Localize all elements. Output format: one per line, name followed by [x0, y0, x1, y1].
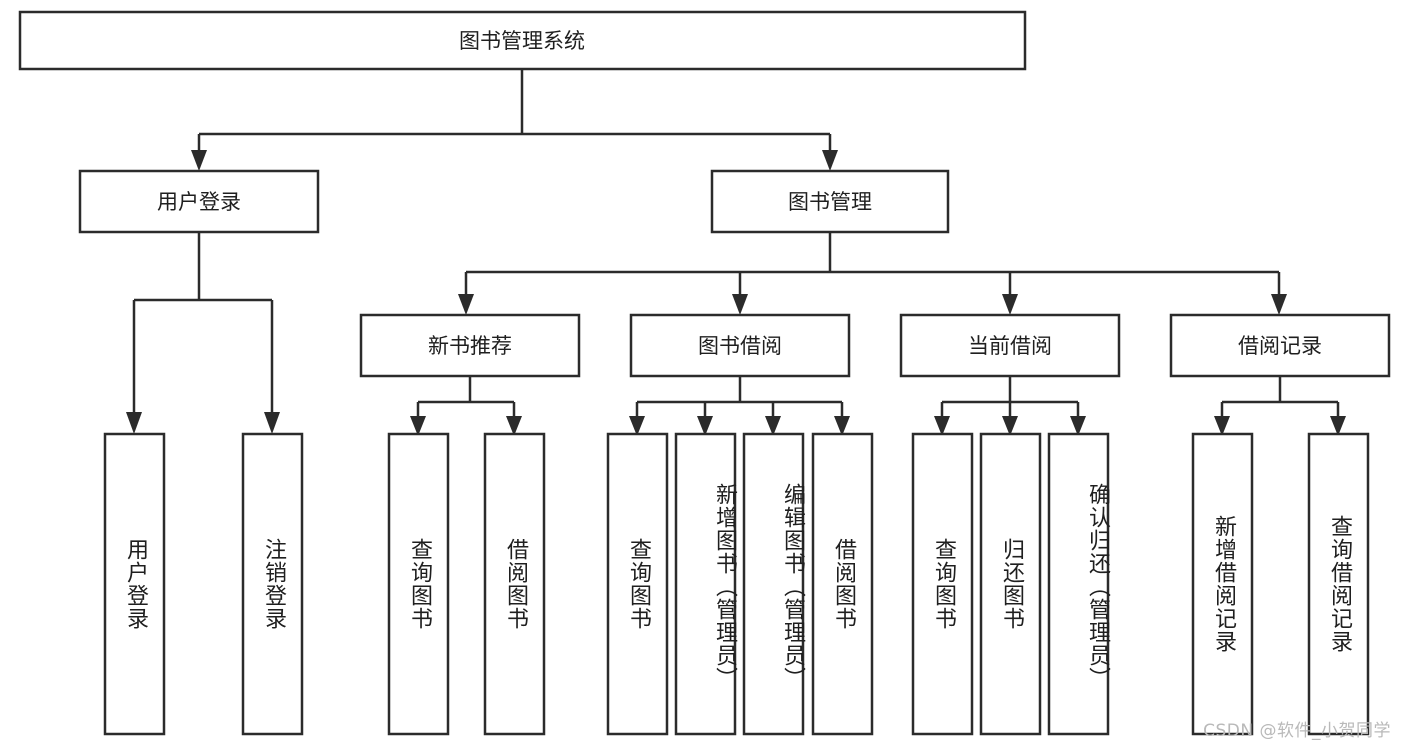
node-new-book-recommend-box[interactable]	[359, 313, 581, 378]
node-current-borrow-label: 当前借阅	[968, 334, 1052, 358]
arrow-head-user-login	[191, 150, 207, 171]
arrow-head-leaf-user-login	[126, 412, 142, 434]
leaf-user-logout-box[interactable]	[241, 432, 304, 736]
node-current-borrow-box[interactable]	[899, 313, 1121, 378]
connector-root-to-level2	[191, 69, 838, 171]
connector-book-borrow-to-leaves	[629, 376, 850, 436]
leaf-add-book-box[interactable]	[674, 432, 737, 736]
arrow-head-book-management	[822, 150, 838, 171]
leaf-user-login-box[interactable]	[103, 432, 166, 736]
node-new-book-recommend[interactable]: 新书推荐	[359, 313, 581, 378]
arrow-head-leaf-borrow-book-1	[506, 416, 522, 436]
node-root-label: 图书管理系统	[459, 29, 585, 53]
leaf-edit-book-box[interactable]	[742, 432, 805, 736]
connector-book-management-to-level3	[458, 232, 1287, 315]
node-user-login-box[interactable]	[78, 169, 320, 234]
leaf-query-book-2-box[interactable]	[606, 432, 669, 736]
leaf-return-book-box[interactable]	[979, 432, 1042, 736]
arrow-head-leaf-return-book	[1002, 416, 1018, 436]
arrow-head-leaf-edit-book	[765, 416, 781, 436]
node-user-login[interactable]: 用户登录	[78, 169, 320, 234]
arrow-head-leaf-user-logout	[264, 412, 280, 434]
arrow-head-leaf-add-record	[1214, 416, 1230, 436]
node-book-borrow[interactable]: 图书借阅	[629, 313, 851, 378]
node-borrow-record-box[interactable]	[1169, 313, 1391, 378]
leaf-query-record-box[interactable]	[1307, 432, 1370, 736]
node-borrow-record-label: 借阅记录	[1238, 334, 1322, 358]
leaf-boxes	[103, 432, 1370, 736]
node-root-box[interactable]	[18, 10, 1027, 71]
node-book-management[interactable]: 图书管理	[710, 169, 950, 234]
connector-user-login-to-leaves	[126, 232, 280, 434]
leaf-add-record-box[interactable]	[1191, 432, 1254, 736]
node-new-book-recommend-label: 新书推荐	[428, 334, 512, 358]
connector-borrow-record-to-leaves	[1214, 376, 1346, 436]
arrow-head-leaf-add-book	[697, 416, 713, 436]
node-book-borrow-box[interactable]	[629, 313, 851, 378]
arrow-head-leaf-borrow-book-2	[834, 416, 850, 436]
arrow-head-book-borrow	[732, 294, 748, 315]
arrow-head-leaf-query-record	[1330, 416, 1346, 436]
connector-new-book-recommend-to-leaves	[410, 376, 522, 436]
leaf-borrow-book-2-box[interactable]	[811, 432, 874, 736]
csdn-watermark: CSDN @软件_小贺同学	[1203, 721, 1391, 741]
arrow-head-leaf-confirm-return	[1070, 416, 1086, 436]
node-root[interactable]: 图书管理系统	[18, 10, 1027, 71]
node-book-management-box[interactable]	[710, 169, 950, 234]
arrow-head-new-book-recommend	[458, 294, 474, 315]
node-borrow-record[interactable]: 借阅记录	[1169, 313, 1391, 378]
node-book-borrow-label: 图书借阅	[698, 334, 782, 358]
leaf-confirm-return-box[interactable]	[1047, 432, 1110, 736]
leaf-query-book-1-box[interactable]	[387, 432, 450, 736]
arrow-head-current-borrow	[1002, 294, 1018, 315]
node-book-management-label: 图书管理	[788, 190, 872, 214]
arrow-head-leaf-query-book-1	[410, 416, 426, 436]
leaf-borrow-book-1-box[interactable]	[483, 432, 546, 736]
connector-current-borrow-to-leaves	[934, 376, 1086, 436]
node-user-login-label: 用户登录	[157, 190, 241, 214]
node-current-borrow[interactable]: 当前借阅	[899, 313, 1121, 378]
arrow-head-leaf-query-book-3	[934, 416, 950, 436]
leaf-query-book-3-box[interactable]	[911, 432, 974, 736]
arrow-head-borrow-record	[1271, 294, 1287, 315]
arrow-head-leaf-query-book-2	[629, 416, 645, 436]
